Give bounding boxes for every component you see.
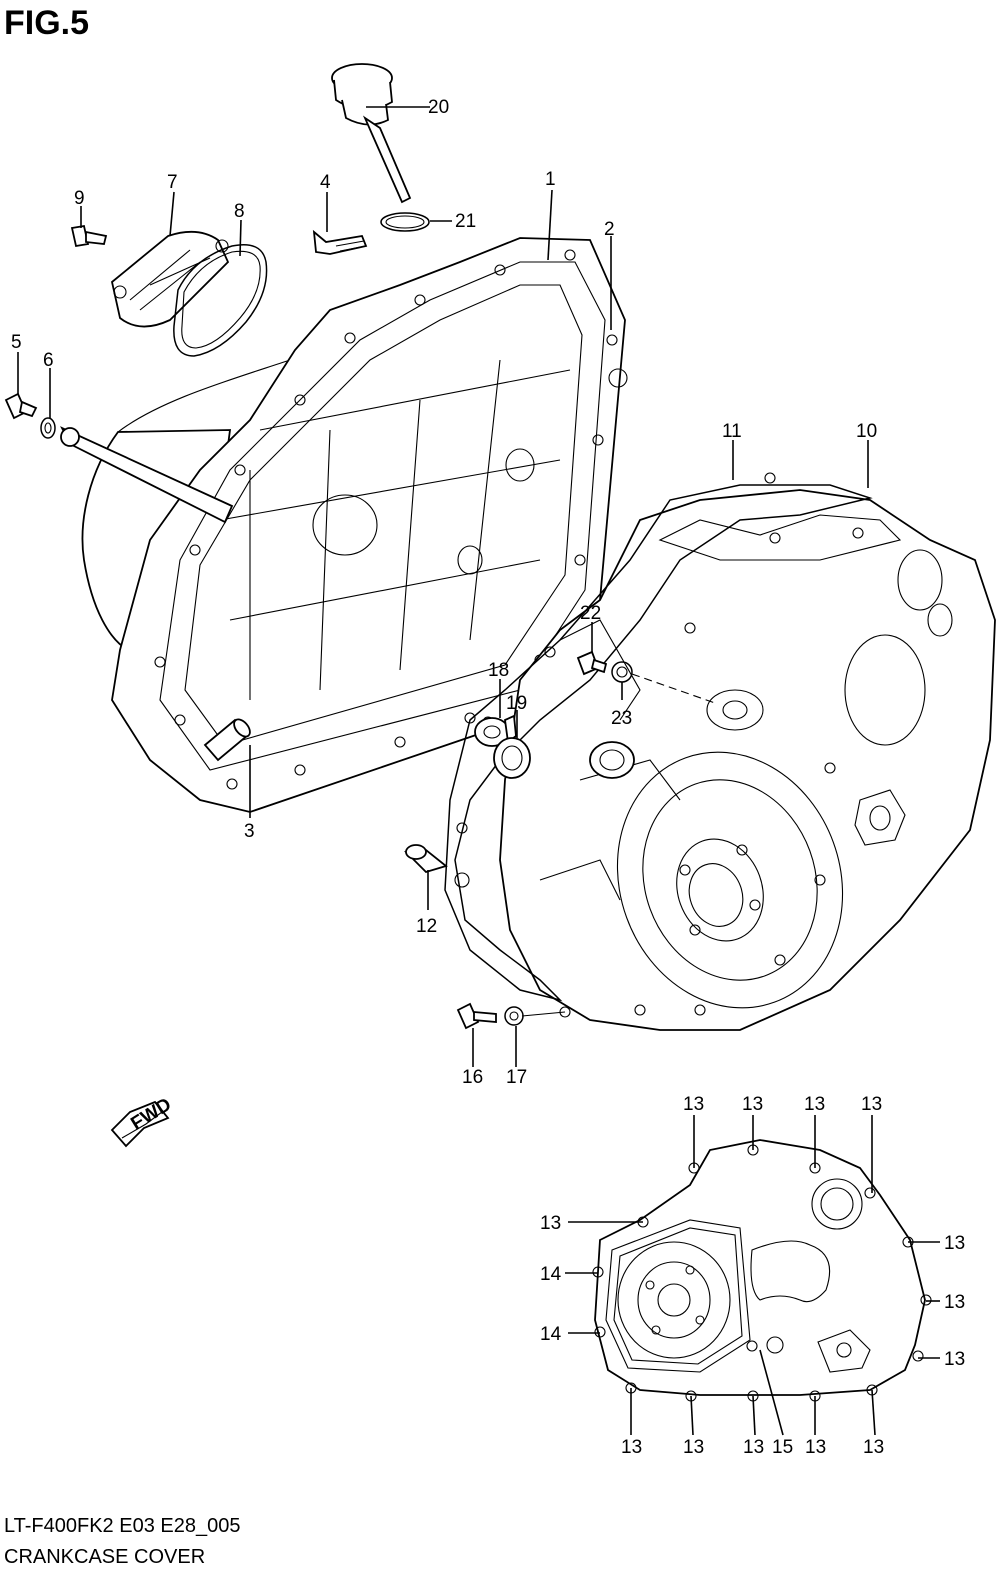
callout-7: 7 bbox=[167, 172, 178, 193]
callout-4: 4 bbox=[320, 172, 331, 193]
callout-10: 10 bbox=[856, 421, 877, 442]
washer-6 bbox=[40, 417, 56, 439]
callout-19: 19 bbox=[506, 693, 527, 714]
model-code: LT-F400FK2 E03 E28_005 bbox=[4, 1515, 241, 1537]
callout-15: 15 bbox=[772, 1437, 793, 1458]
plug-18 bbox=[474, 714, 517, 747]
inspection-cover-7 bbox=[111, 230, 230, 328]
callout-13: 13 bbox=[742, 1094, 763, 1115]
callout-18: 18 bbox=[488, 660, 509, 681]
gasket-8 bbox=[173, 244, 268, 357]
callout-labels: 1 2 3 4 5 6 7 8 9 10 11 12 16 17 18 19 2… bbox=[11, 97, 965, 1458]
callout-12: 12 bbox=[416, 916, 437, 937]
crankcase-cover-outer bbox=[499, 489, 996, 1031]
bolt-9 bbox=[70, 224, 108, 248]
callout-13: 13 bbox=[804, 1094, 825, 1115]
callout-13: 13 bbox=[944, 1349, 965, 1370]
bolt-22 bbox=[576, 650, 608, 676]
callout-14: 14 bbox=[540, 1264, 562, 1285]
crankcase-cover-inner bbox=[60, 237, 628, 813]
callout-14: 14 bbox=[540, 1324, 562, 1345]
fwd-arrow: FWD bbox=[110, 1094, 175, 1148]
callout-20: 20 bbox=[428, 97, 449, 118]
fwd-label: FWD bbox=[127, 1094, 175, 1135]
bolt-16 bbox=[456, 1002, 497, 1030]
drain-bolt-5 bbox=[4, 392, 38, 420]
callout-5: 5 bbox=[11, 332, 22, 353]
callout-22: 22 bbox=[580, 603, 601, 624]
callout-2: 2 bbox=[604, 219, 615, 240]
callout-9: 9 bbox=[74, 188, 85, 209]
oil-seal-19 bbox=[493, 737, 531, 779]
callout-13: 13 bbox=[944, 1292, 965, 1313]
callout-13: 13 bbox=[683, 1437, 704, 1458]
callout-13: 13 bbox=[621, 1437, 642, 1458]
callout-13: 13 bbox=[683, 1094, 704, 1115]
gasket-11 bbox=[444, 484, 873, 1002]
callout-13: 13 bbox=[863, 1437, 884, 1458]
bolt-pattern-inset bbox=[592, 1139, 932, 1402]
callout-16: 16 bbox=[462, 1067, 483, 1088]
callout-23: 23 bbox=[611, 708, 632, 729]
dowel-pin-12 bbox=[404, 844, 448, 874]
o-ring-21 bbox=[380, 212, 430, 232]
callout-21: 21 bbox=[455, 211, 476, 232]
callout-11: 11 bbox=[722, 421, 742, 442]
callout-13: 13 bbox=[805, 1437, 826, 1458]
oil-filler-cap-20 bbox=[331, 63, 412, 204]
section-name: CRANKCASE COVER bbox=[4, 1546, 206, 1568]
callout-3: 3 bbox=[244, 821, 255, 842]
figure-title: FIG.5 bbox=[4, 4, 90, 42]
dowel-pin-3 bbox=[203, 718, 251, 762]
callout-13: 13 bbox=[540, 1213, 561, 1234]
bolt-4 bbox=[312, 229, 368, 255]
callout-13: 13 bbox=[944, 1233, 965, 1254]
callout-17: 17 bbox=[506, 1067, 527, 1088]
callout-6: 6 bbox=[43, 350, 54, 371]
leader-lines bbox=[17, 106, 940, 1436]
callout-1: 1 bbox=[545, 169, 556, 190]
callout-8: 8 bbox=[234, 201, 245, 222]
callout-13: 13 bbox=[743, 1437, 764, 1458]
washer-17 bbox=[504, 1006, 524, 1026]
callout-13: 13 bbox=[861, 1094, 882, 1115]
